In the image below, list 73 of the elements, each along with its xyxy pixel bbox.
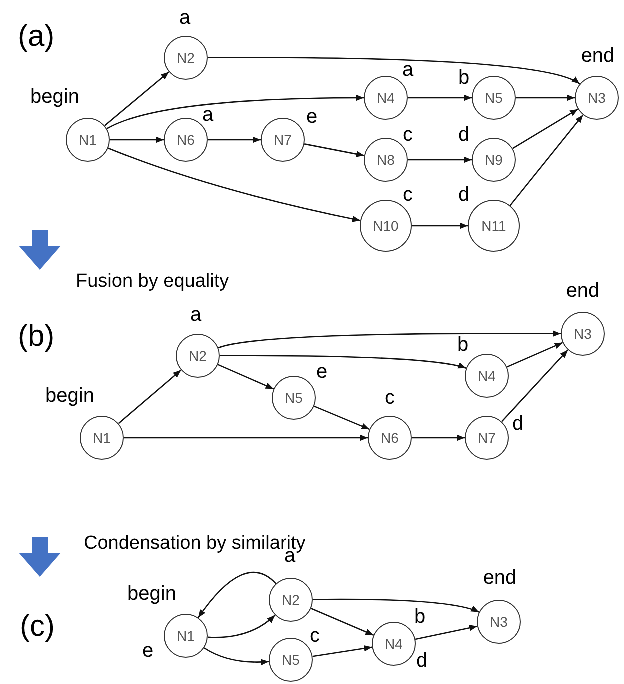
arrow — [304, 144, 365, 158]
arrow — [208, 614, 276, 638]
arrow — [510, 114, 584, 206]
arrow — [104, 72, 170, 126]
node-annotation: b — [414, 607, 426, 627]
node-annotation: e — [316, 362, 328, 382]
state-circle: N3 — [575, 76, 619, 120]
node-annotation: d — [458, 125, 470, 145]
node-annotation: b — [457, 335, 469, 355]
node-annotation: c — [385, 388, 395, 408]
arrow — [501, 350, 569, 422]
node-annotation: b — [458, 68, 470, 88]
node-annotation: begin — [128, 584, 176, 604]
arrow — [218, 364, 274, 390]
node-annotation: begin — [30, 87, 80, 107]
node-annotation: end — [566, 281, 600, 301]
arrow — [408, 156, 472, 164]
arrow — [204, 648, 270, 666]
node-annotation: d — [458, 185, 470, 205]
node-annotation: a — [190, 305, 202, 325]
arrow — [408, 94, 472, 102]
state-circle: N9 — [472, 138, 516, 182]
node-annotation: a — [179, 8, 191, 28]
state-circle: N6 — [368, 416, 412, 460]
panel-label: (c) — [20, 612, 55, 642]
state-circle: N3 — [561, 312, 605, 356]
arrow — [310, 608, 374, 636]
step-caption: Fusion by equality — [76, 272, 230, 291]
state-circle: N10 — [360, 200, 412, 252]
state-circle: N2 — [269, 578, 313, 622]
arrow — [512, 108, 578, 150]
node-annotation: end — [581, 46, 615, 66]
state-circle: N5 — [472, 76, 516, 120]
state-circle: N2 — [176, 334, 220, 378]
arrow — [314, 406, 370, 430]
state-circle: N7 — [261, 118, 305, 162]
state-circle: N4 — [364, 76, 408, 120]
state-circle: N2 — [164, 36, 208, 80]
state-circle: N1 — [66, 118, 110, 162]
node-annotation: c — [310, 626, 320, 646]
arrow — [124, 434, 368, 442]
arrow — [412, 434, 465, 442]
arrow — [415, 625, 478, 640]
arrow — [220, 355, 467, 370]
node-annotation: d — [416, 651, 428, 671]
state-circle: N4 — [465, 354, 509, 398]
arrow — [516, 94, 575, 102]
state-circle: N3 — [477, 600, 521, 644]
arrow — [506, 342, 564, 368]
arrow — [412, 222, 468, 230]
arrow — [106, 94, 364, 130]
arrow — [208, 136, 261, 144]
arrow — [198, 572, 277, 618]
arrow — [118, 370, 182, 424]
node-annotation: end — [483, 568, 517, 588]
node-annotation: e — [142, 641, 154, 661]
state-circle: N5 — [272, 376, 316, 420]
arrow — [208, 57, 580, 85]
node-annotation: e — [306, 107, 318, 127]
node-annotation: d — [512, 414, 524, 434]
state-circle: N1 — [164, 614, 208, 658]
node-annotation: begin — [46, 386, 94, 406]
state-circle: N7 — [465, 416, 509, 460]
arrow — [108, 148, 361, 222]
state-circle: N1 — [80, 416, 124, 460]
arrow — [110, 136, 164, 144]
state-circle: N11 — [468, 200, 520, 252]
panel-label: (a) — [18, 22, 55, 52]
arrow — [218, 330, 561, 349]
state-circle: N4 — [372, 622, 416, 666]
arrow — [313, 598, 480, 613]
panel-label: (b) — [18, 322, 55, 352]
arrow — [312, 645, 372, 658]
